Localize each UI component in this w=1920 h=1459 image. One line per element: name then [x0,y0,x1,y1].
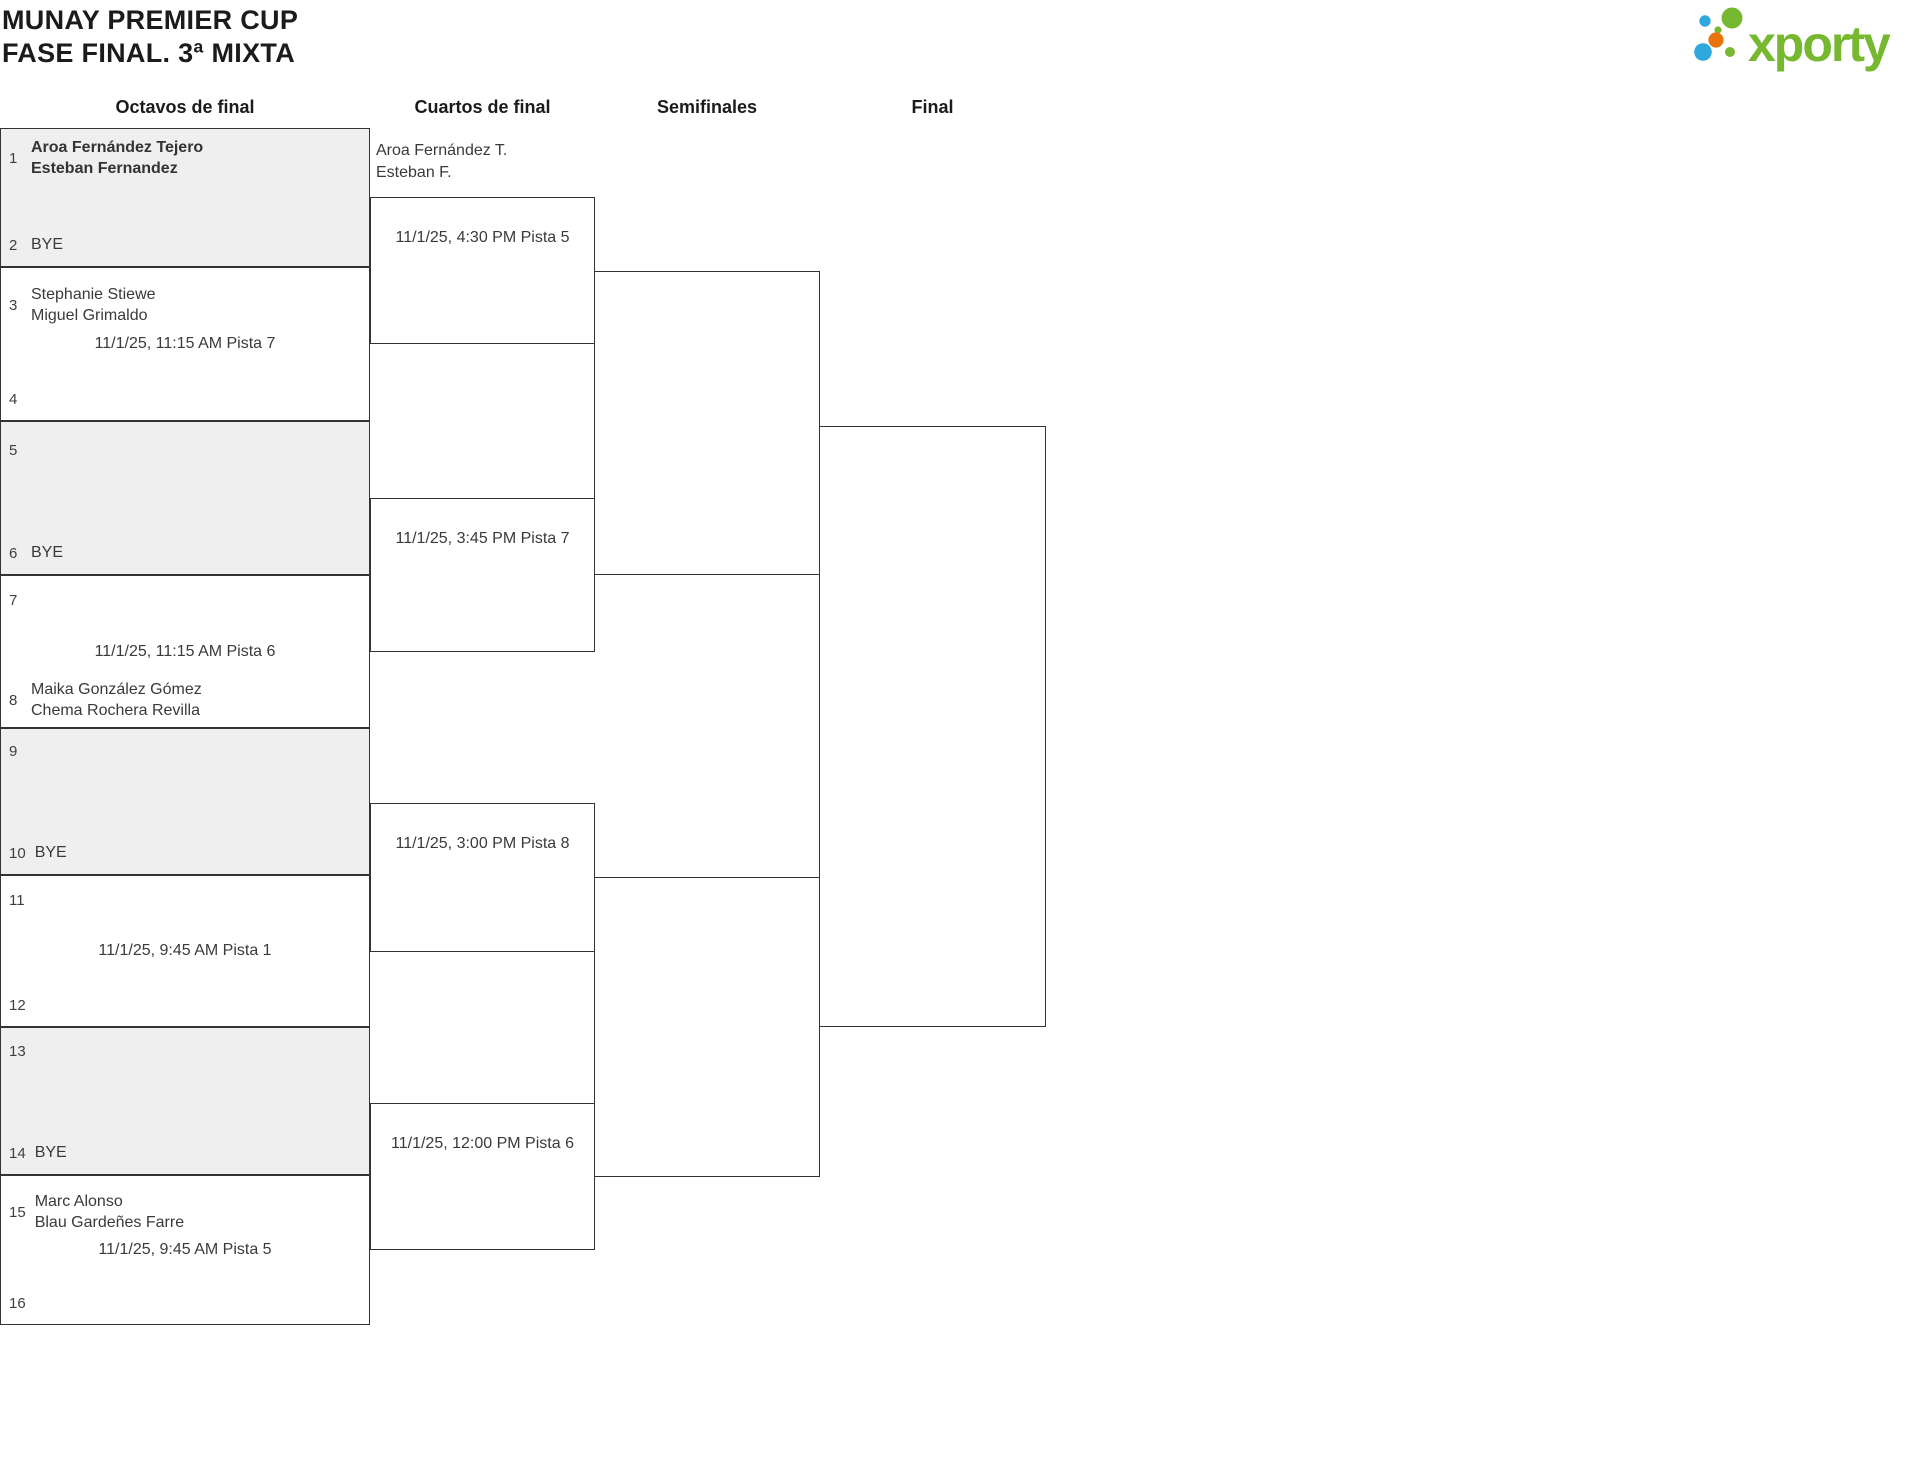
team-names: Aroa Fernández Tejero Esteban Fernandez [31,137,203,179]
round-header-final: Final [911,97,954,117]
seed-number: 13 [9,1043,26,1060]
match-box-octavos-9-10[interactable]: 9 10 BYE [0,728,370,875]
seed-number: 12 [9,997,26,1014]
logo-dot-green-tiny [1714,26,1722,34]
match-box-octavos-11-12[interactable]: 11 11/1/25, 9:45 AM Pista 1 12 [0,875,370,1027]
player-name: Marc Alonso [34,1193,123,1210]
match-box-semifinal-1[interactable] [594,271,820,575]
logo-dot-orange [1708,32,1724,48]
bracket-slot-16: 16 [9,1295,363,1312]
team-names: Maika González Gómez Chema Rochera Revil… [31,679,202,721]
logo-dot-blue-small [1699,15,1711,27]
bye-label: BYE [34,844,67,861]
seed-number: 9 [9,743,18,760]
player-name: Esteban Fernandez [31,160,178,177]
bye-label: BYE [31,236,64,253]
bracket-slot-4: 4 [9,391,363,408]
match-datetime: 11/1/25, 11:15 AM Pista 7 [94,335,276,352]
match-box-octavos-1-2[interactable]: 1 Aroa Fernández Tejero Esteban Fernande… [0,128,370,267]
match-box-semifinal-2[interactable] [594,877,820,1177]
match-datetime: 11/1/25, 4:30 PM Pista 5 [395,229,570,246]
bye-label: BYE [31,544,64,561]
seed-number: 7 [9,592,18,609]
match-datetime: 11/1/25, 12:00 PM Pista 6 [391,1135,574,1152]
xporty-logo[interactable]: xporty [1684,0,1920,80]
seed-number: 10 [9,844,26,862]
bracket-slot-6: 6 BYE [9,544,363,562]
bracket-slot-3: 3 Stephanie Stiewe Miguel Grimaldo [9,284,363,326]
seed-number: 1 [9,149,18,167]
seed-number: 11 [9,892,25,909]
logo-text: xporty [1748,16,1891,72]
match-box-octavos-15-16[interactable]: 15 Marc Alonso Blau Gardeñes Farre 11/1/… [0,1175,370,1325]
match-box-cuartos-2[interactable]: 11/1/25, 3:45 PM Pista 7 [370,498,595,652]
bye-label: BYE [34,1144,67,1161]
player-name: Miguel Grimaldo [31,307,148,324]
bracket-slot-5: 5 [9,442,363,459]
round-header-octavos: Octavos de final [115,97,255,117]
logo-dot-blue-large [1694,43,1712,61]
bracket-slot-12: 12 [9,997,363,1014]
match-box-octavos-3-4[interactable]: 3 Stephanie Stiewe Miguel Grimaldo 11/1/… [0,267,370,421]
seed-number: 3 [9,296,18,314]
round-header-semifinales: Semifinales [656,97,758,117]
match-box-final[interactable] [819,426,1046,1027]
seed-number: 6 [9,544,18,562]
player-name: Blau Gardeñes Farre [34,1214,185,1231]
seed-number: 8 [9,691,18,709]
seed-number: 2 [9,236,18,254]
phase-title: FASE FINAL. 3ª MIXTA [2,38,296,68]
bracket-slot-8: 8 Maika González Gómez Chema Rochera Rev… [9,679,363,721]
bracket-slot-10: 10 BYE [9,844,363,862]
match-box-cuartos-1[interactable]: 11/1/25, 4:30 PM Pista 5 [370,197,595,344]
match-box-octavos-7-8[interactable]: 7 11/1/25, 11:15 AM Pista 6 8 Maika Gonz… [0,575,370,728]
seed-number: 14 [9,1144,26,1162]
bracket-slot-1: 1 Aroa Fernández Tejero Esteban Fernande… [9,137,363,179]
quarterfinal-1-advancing-team: Aroa Fernández T. Esteban F. [376,140,507,184]
player-name: Aroa Fernández Tejero [31,139,204,156]
match-box-cuartos-3[interactable]: 11/1/25, 3:00 PM Pista 8 [370,803,595,952]
bracket-slot-9: 9 [9,743,363,760]
match-datetime: 11/1/25, 9:45 AM Pista 5 [98,1241,272,1258]
bracket-slot-13: 13 [9,1043,363,1060]
seed-number: 5 [9,442,18,459]
bracket-slot-14: 14 BYE [9,1144,363,1162]
bracket-slot-2: 2 BYE [9,236,363,254]
player-name: Stephanie Stiewe [31,286,156,303]
seed-number: 4 [9,391,18,408]
match-datetime: 11/1/25, 3:00 PM Pista 8 [395,835,570,852]
seed-number: 16 [9,1295,26,1312]
tournament-title: MUNAY PREMIER CUP [2,5,299,35]
match-datetime: 11/1/25, 3:45 PM Pista 7 [395,530,570,547]
player-name: Esteban F. [376,164,452,181]
bracket-slot-11: 11 [9,892,363,909]
match-box-octavos-13-14[interactable]: 13 14 BYE [0,1027,370,1175]
bracket-slot-7: 7 [9,592,363,609]
logo-dot-green-large [1721,7,1743,29]
team-names: Stephanie Stiewe Miguel Grimaldo [31,284,156,326]
match-box-cuartos-4[interactable]: 11/1/25, 12:00 PM Pista 6 [370,1103,595,1250]
match-datetime: 11/1/25, 11:15 AM Pista 6 [94,642,276,660]
logo-dot-green-small [1725,47,1735,57]
round-header-cuartos: Cuartos de final [414,97,551,117]
player-name: Maika González Gómez [31,681,202,698]
logo-dots-icon: xporty [1694,7,1893,72]
team-names: Marc Alonso Blau Gardeñes Farre [35,1191,184,1233]
player-name: Aroa Fernández T. [376,142,508,159]
bracket-slot-15: 15 Marc Alonso Blau Gardeñes Farre [9,1191,363,1233]
page-title: MUNAY PREMIER CUP FASE FINAL. 3ª MIXTA [2,4,298,70]
player-name: Chema Rochera Revilla [31,702,200,719]
match-box-octavos-5-6[interactable]: 5 6 BYE [0,421,370,575]
match-datetime: 11/1/25, 9:45 AM Pista 1 [98,942,272,959]
seed-number: 15 [9,1203,26,1221]
